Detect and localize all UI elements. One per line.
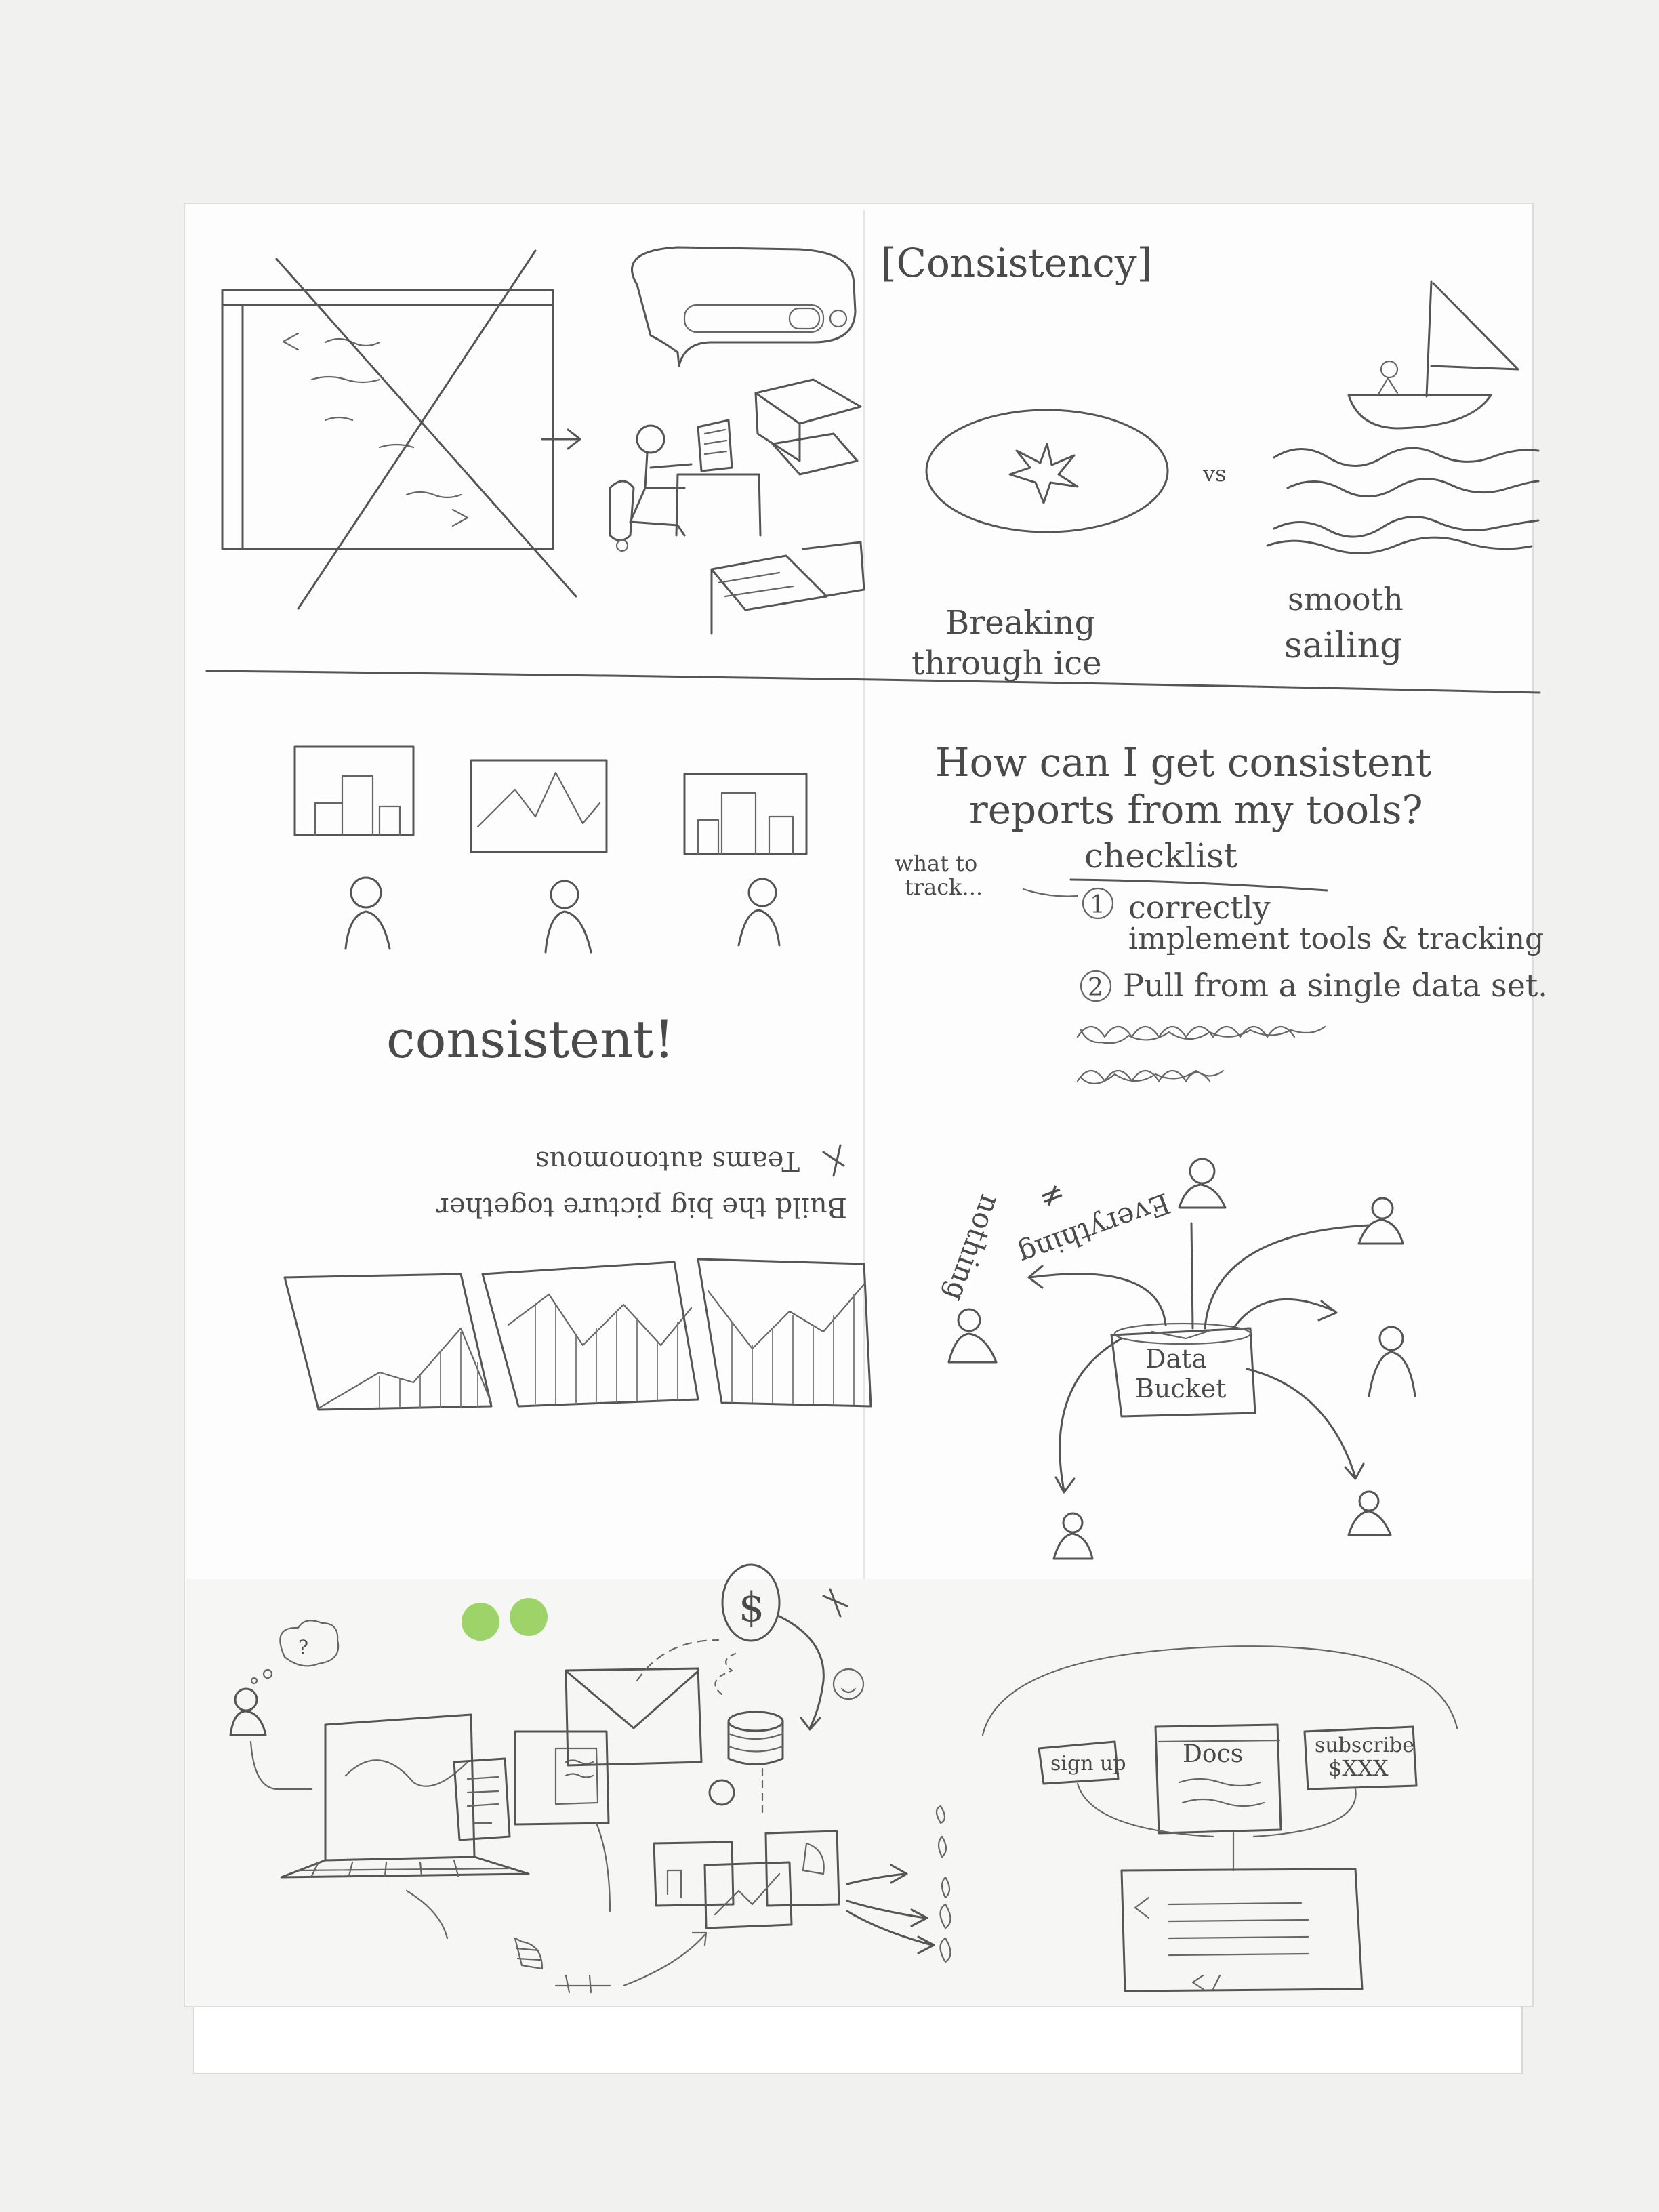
svg-text:sign up: sign up (1050, 1752, 1126, 1776)
consistent-label: consistent! (386, 1009, 674, 1069)
ice-caption-line2: through ice (912, 644, 1102, 682)
item1-line1: correctly (1128, 889, 1271, 926)
section-divider (205, 670, 1541, 694)
sailing-caption-line2: sailing (1284, 626, 1402, 666)
svg-text:Docs: Docs (1183, 1740, 1243, 1768)
scribbled-item3 (1076, 1025, 1326, 1044)
report-screens-sketch (405, 1805, 951, 1994)
item2-text: Pull from a single data set. (1123, 967, 1548, 1004)
crack-icon (1008, 443, 1079, 504)
side-note-line1: what to (895, 851, 977, 876)
question-line1: How can I get consistent (935, 739, 1431, 785)
svg-text:Build the big picture together: Build the big picture together (436, 1191, 847, 1223)
side-note-line2: track... (905, 874, 983, 900)
item2-circle (1080, 970, 1112, 1002)
docs-site-flow-sketch: sign up Docs subscribe $XXX (981, 1645, 1458, 1992)
page-title: [Consistency] (881, 240, 1152, 286)
sailboat-sketch (1266, 280, 1540, 554)
sticker-dot-2 (510, 1598, 548, 1636)
ice-hole-sketch (925, 409, 1169, 533)
svg-text:Teams autonomous: Teams autonomous (535, 1145, 800, 1176)
crossed-browser-sketch (221, 249, 577, 610)
three-reports-sketch (293, 745, 808, 954)
item2-number: 2 (1088, 974, 1103, 1002)
svg-text:Data: Data (1145, 1344, 1207, 1374)
sailing-caption-line1: smooth (1288, 581, 1404, 617)
svg-text:?: ? (298, 1636, 308, 1658)
scribbled-item4 (1076, 1069, 1225, 1084)
laptop-and-devices-sketch (280, 1667, 703, 1879)
floating-blocks-sketch (710, 378, 865, 635)
ice-caption-line1: Breaking (945, 604, 1095, 642)
dollar-coin-sketch: $ (636, 1563, 865, 1731)
data-bucket-sketch: Data Bucket (947, 1158, 1416, 1560)
vs-label: vs (1202, 461, 1227, 487)
thinking-person-sketch: ? (229, 1620, 340, 1790)
checklist-underline (1069, 878, 1328, 892)
svg-text:subscribe: subscribe (1315, 1734, 1414, 1757)
svg-text:$XXX: $XXX (1328, 1755, 1389, 1781)
svg-text:$: $ (739, 1584, 764, 1631)
side-note-connector (1022, 888, 1079, 897)
big-picture-charts-sketch (283, 1258, 872, 1411)
database-stack-icon (708, 1652, 784, 1818)
checklist-title: checklist (1084, 836, 1237, 876)
upside-down-note: Build the big picture together Teams aut… (436, 1144, 847, 1223)
person-at-desk-sketch (609, 246, 857, 552)
svg-text:Bucket: Bucket (1135, 1374, 1226, 1404)
bottom-section-tint (186, 1579, 1532, 2006)
item1-circle (1082, 887, 1114, 920)
arrow-right-icon (541, 428, 581, 450)
item1-number: 1 (1090, 891, 1105, 919)
sticker-dot-1 (462, 1603, 499, 1641)
question-line2: reports from my tools? (969, 787, 1423, 833)
item1-line2: implement tools & tracking (1128, 922, 1544, 956)
